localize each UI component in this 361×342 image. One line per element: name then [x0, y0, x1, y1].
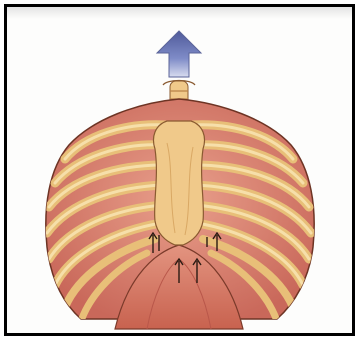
sternum [154, 121, 205, 245]
rib-cage-illustration [7, 7, 352, 333]
figure-frame [4, 4, 355, 336]
lift-arrow-icon [157, 31, 201, 77]
